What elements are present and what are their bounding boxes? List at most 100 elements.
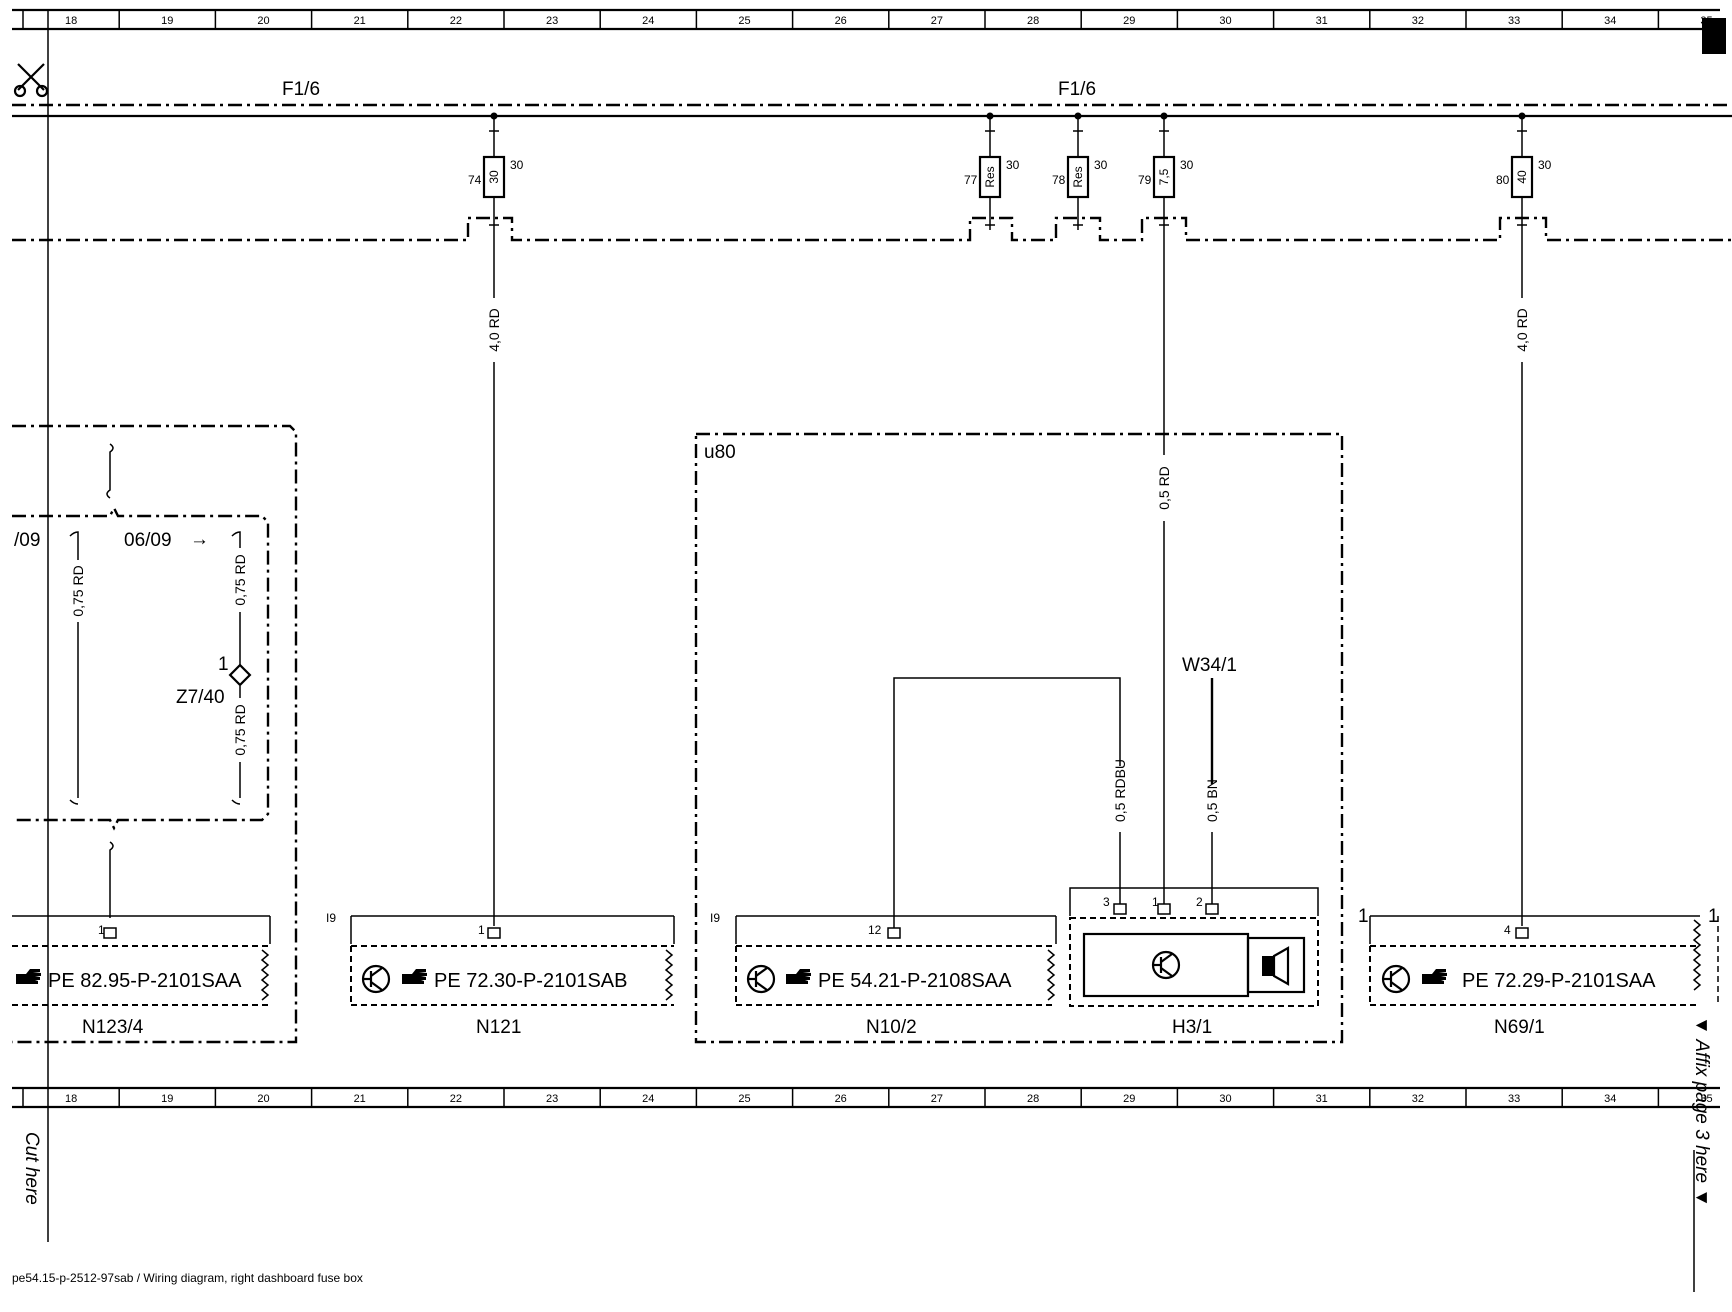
bottom-ruler-column-label: 24 (642, 1093, 654, 1105)
wire-h3-pin3-label: 0,5 RDBU (1112, 759, 1128, 822)
fuse-78-rating: Res (1071, 166, 1085, 187)
bus-label-left: F1/6 (282, 79, 320, 100)
fuse-77: 77 30 Res (964, 112, 1020, 230)
n121-ref: N121 (476, 1017, 521, 1038)
top-ruler-column-label: 33 (1508, 15, 1520, 27)
pointing-hand-icon (1422, 969, 1447, 984)
top-ruler-column-label: 20 (257, 15, 269, 27)
n69-doc-ref: PE 72.29-P-2101SAA (1462, 970, 1656, 992)
wire-n121-feed: 4,0 RD (486, 230, 502, 926)
wire-n121-feed-label: 4,0 RD (486, 308, 502, 352)
pointing-hand-icon (786, 969, 811, 984)
fuse-74-terminal: 30 (510, 158, 524, 172)
wire-h3-feed: 0,5 RD (1156, 230, 1172, 904)
n10-ref: N10/2 (866, 1017, 917, 1038)
date-left: /09 (14, 530, 40, 551)
bottom-ruler-column-label: 28 (1027, 1093, 1039, 1105)
bottom-ruler-column-label: 18 (65, 1093, 77, 1105)
fuse-78-number: 78 (1052, 173, 1066, 187)
bottom-ruler-column-label: 31 (1316, 1093, 1328, 1105)
top-ruler-column-label: 24 (642, 15, 654, 27)
bottom-ruler-column-label: 19 (161, 1093, 173, 1105)
n10-pin: 12 (868, 923, 882, 937)
top-ruler-column-label: 28 (1027, 15, 1039, 27)
u80-label: u80 (704, 442, 736, 463)
top-ruler-column-label: 23 (546, 15, 558, 27)
n121-i9: I9 (326, 911, 336, 925)
bottom-ruler-column-label: 33 (1508, 1093, 1520, 1105)
footer-document-title: pe54.15-p-2512-97sab / Wiring diagram, r… (12, 1271, 363, 1285)
wire-n123-right-top-label: 0,75 RD (232, 554, 248, 605)
component-n123-4: 1 PE 82.95-P-2101SAA N123/4 (12, 915, 271, 1038)
fuse-78: 78 30 Res (1052, 112, 1108, 230)
fuse-74-number: 74 (468, 173, 482, 187)
wire-h3-pin2: 0,5 BN W34/1 (1182, 655, 1237, 904)
n69-pin-one: 1 (1358, 906, 1369, 927)
n123-doc-ref: PE 82.95-P-2101SAA (48, 970, 242, 992)
top-ruler-column-label: 18 (65, 15, 77, 27)
top-ruler-column-label: 26 (835, 15, 847, 27)
ground-w34-1: W34/1 (1182, 655, 1237, 676)
bottom-ruler-column-label: 29 (1123, 1093, 1135, 1105)
n10-i9: I9 (710, 911, 720, 925)
h3-ref: H3/1 (1172, 1017, 1212, 1038)
wire-h3-pin2-label: 0,5 BN (1204, 779, 1220, 822)
transistor-icon (1381, 964, 1411, 994)
next-pin-one: 1 (1708, 906, 1719, 927)
bottom-ruler-column-label: 27 (931, 1093, 943, 1105)
fuse-74: 74 30 30 (468, 112, 524, 230)
affix-text: ▼ Affix page 3 here ▼ (1691, 1016, 1712, 1207)
n121-pin: 1 (478, 923, 485, 937)
n10-doc-ref: PE 54.21-P-2108SAA (818, 970, 1012, 992)
pointing-hand-icon (16, 969, 41, 984)
bottom-ruler-column-label: 25 (738, 1093, 750, 1105)
fuse-79-terminal: 30 (1180, 158, 1194, 172)
h3-pin1: 1 (1152, 895, 1159, 909)
bottom-ruler-column-label: 26 (835, 1093, 847, 1105)
fuse-78-terminal: 30 (1094, 158, 1108, 172)
component-n10-2: I9 12 PE 54.21-P-2108SAA N10/2 (710, 911, 1057, 1038)
top-ruler-column-label: 29 (1123, 15, 1135, 27)
bottom-ruler-column-label: 21 (354, 1093, 366, 1105)
fuse-80: 80 30 40 (1496, 112, 1552, 230)
n123-ref: N123/4 (82, 1017, 144, 1038)
bottom-ruler-column-label: 32 (1412, 1093, 1424, 1105)
fuse-80-rating: 40 (1515, 170, 1529, 184)
fuse-77-rating: Res (983, 166, 997, 187)
h3-pin2: 2 (1196, 895, 1203, 909)
component-n121: I9 1 PE 72.30-P-2101SAB N121 (326, 911, 675, 1038)
transistor-icon (361, 964, 391, 994)
n121-doc-ref: PE 72.30-P-2101SAB (434, 970, 627, 992)
bottom-ruler-column-label: 34 (1604, 1093, 1616, 1105)
fuse-74-rating: 30 (487, 170, 501, 184)
wire-n123-left-label: 0,75 RD (70, 565, 86, 616)
top-ruler-column-label: 25 (738, 15, 750, 27)
splice-pin: 1 (218, 654, 229, 675)
h3-pin3: 3 (1103, 895, 1110, 909)
fuse-bus: F1/6 F1/6 (12, 79, 1732, 242)
pointing-hand-icon (402, 969, 427, 984)
u80-region: u80 (694, 432, 1344, 1044)
wire-h3-feed-label: 0,5 RD (1156, 466, 1172, 510)
fuse-77-terminal: 30 (1006, 158, 1020, 172)
fuse-80-terminal: 30 (1538, 158, 1552, 172)
fuse-77-number: 77 (964, 173, 978, 187)
fuse-79: 79 30 7,5 (1138, 112, 1194, 230)
component-n69-1: 1 4 PE 72.29-P-2101SAA N69/1 1 (1358, 906, 1719, 1038)
top-ruler-column-label: 30 (1219, 15, 1231, 27)
top-ruler-column-label: 19 (161, 15, 173, 27)
date-right: 06/09 (124, 530, 172, 551)
top-ruler-column-label: 32 (1412, 15, 1424, 27)
fuse-79-number: 79 (1138, 173, 1152, 187)
fuse-80-number: 80 (1496, 173, 1510, 187)
wire-n123-right-bottom-label: 0,75 RD (232, 704, 248, 755)
splice-z7-40: Z7/40 (176, 687, 225, 708)
n69-ref: N69/1 (1494, 1017, 1545, 1038)
wire-n69-feed: 4,0 RD (1514, 230, 1530, 926)
fuse-79-rating: 7,5 (1157, 168, 1171, 185)
bottom-ruler-column-label: 23 (546, 1093, 558, 1105)
bottom-ruler-column-label: 22 (450, 1093, 462, 1105)
